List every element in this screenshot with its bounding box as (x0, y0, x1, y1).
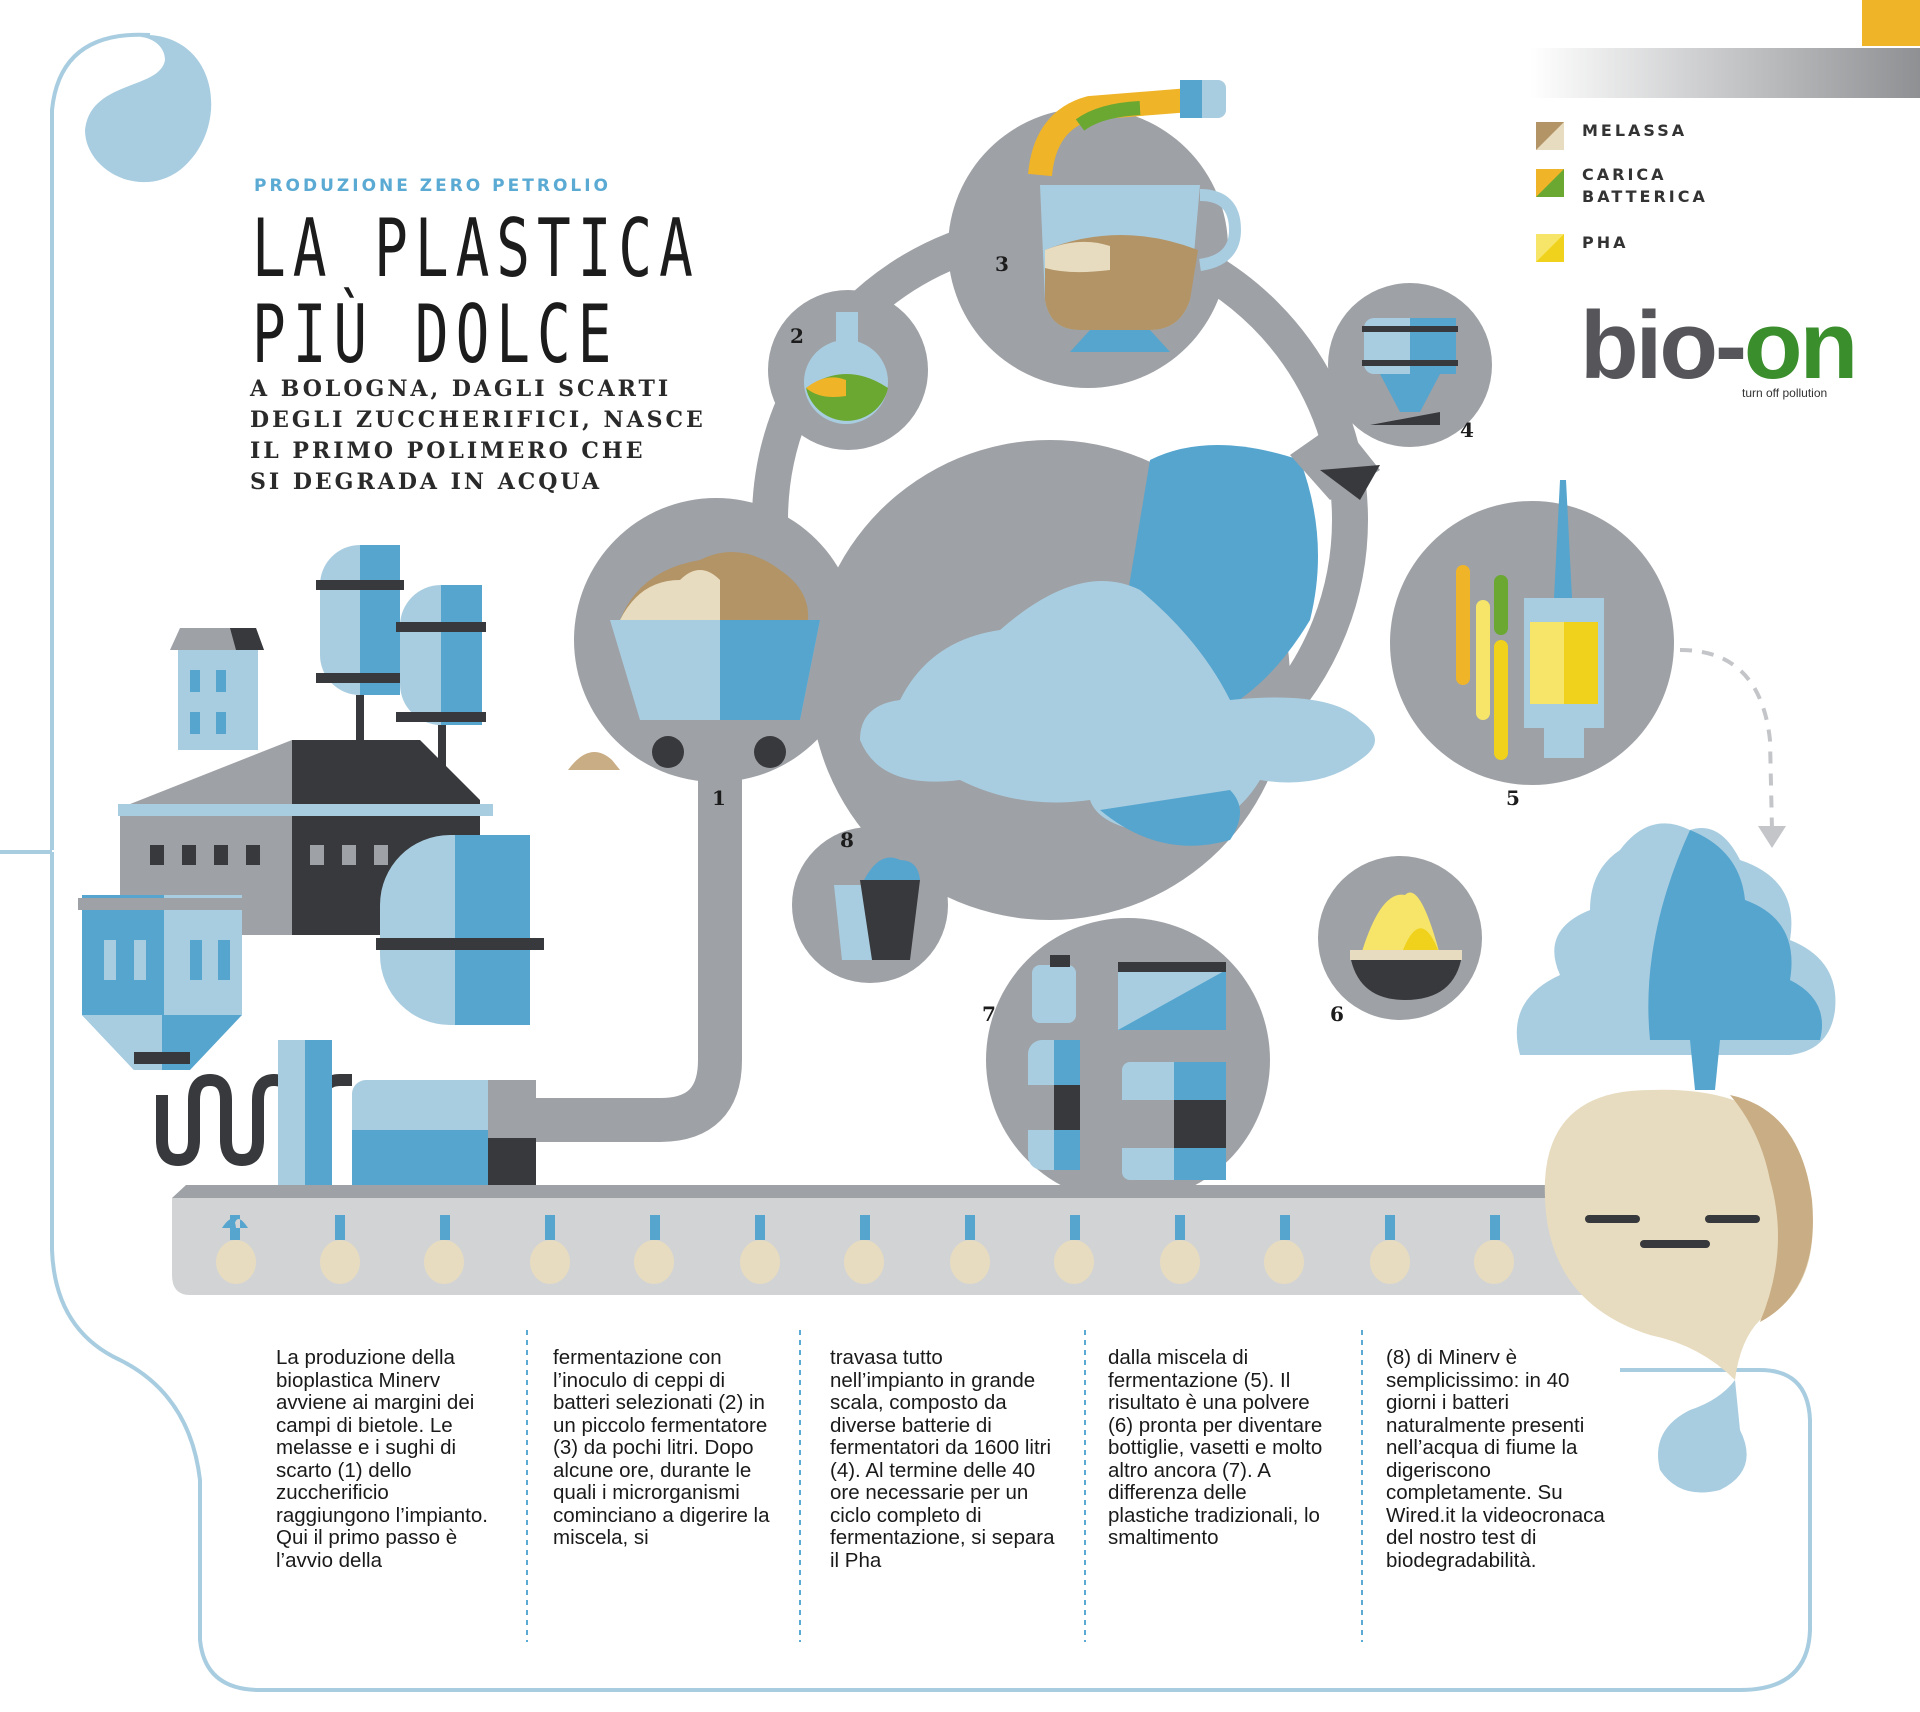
disposal-bucket (834, 857, 920, 960)
beet-character (1516, 823, 1836, 1493)
fermenter-jug (1028, 80, 1242, 352)
brand-logo: bio-on (1580, 296, 1858, 396)
molasses-cart (568, 552, 820, 770)
legend-label: CARICA BATTERICA (1582, 165, 1708, 206)
dashed-arrow-head (1758, 826, 1786, 848)
legend-item-melassa: MELASSA (1564, 120, 1752, 142)
legend-item-pha: PHA (1564, 232, 1752, 254)
separation-syringe (1456, 480, 1604, 760)
subtitle-line-1: A BOLOGNA, DAGLI SCARTI (250, 376, 672, 402)
sprout-row (222, 1215, 1500, 1240)
legend-label: PHA (1582, 233, 1629, 252)
step-number-1: 1 (712, 786, 726, 810)
subtitle-line-4: SI DEGRADA IN ACQUA (250, 469, 603, 495)
frame-line (0, 32, 1812, 1692)
conveyor-belt (172, 1185, 1640, 1295)
center-bottle-spill (860, 420, 1380, 846)
flask (804, 312, 888, 424)
swirl-top-left (85, 35, 212, 183)
text-column-2: fermentazione con l’inoculo di ceppi di … (553, 1346, 770, 1549)
subtitle-line-2: DEGLI ZUCCHERIFICI, NASCE (250, 407, 706, 433)
title-line-2: PIÙ DOLCE (252, 288, 619, 381)
step-number-4: 4 (1460, 418, 1474, 442)
legend-item-carica: CARICA BATTERICA (1564, 164, 1708, 208)
legend-swatches (1536, 122, 1564, 262)
title-line-1: LA PLASTICA (252, 202, 700, 295)
step-number-3: 3 (995, 252, 1009, 276)
kicker: PRODUZIONE ZERO PETROLIO (254, 176, 611, 196)
step-number-7: 7 (982, 1002, 996, 1026)
factory (78, 545, 544, 1240)
step-number-6: 6 (1330, 1002, 1344, 1026)
subtitle-line-3: IL PRIMO POLIMERO CHE (250, 438, 646, 464)
text-column-1: La produzione della bioplastica Minerv a… (276, 1346, 488, 1572)
text-column-3: travasa tutto nell’impianto in grande sc… (830, 1346, 1055, 1572)
orange-corner-tab (1862, 0, 1920, 46)
legend-label: MELASSA (1582, 121, 1688, 140)
brand-name-part1: bio- (1580, 292, 1747, 399)
plastic-products (1028, 955, 1226, 1180)
step-number-2: 2 (790, 324, 804, 348)
beet-row (216, 1240, 1514, 1284)
text-column-5: (8) di Minerv è semplicissimo: in 40 gio… (1386, 1346, 1605, 1572)
pha-powder-bowl (1350, 892, 1462, 1000)
header-gradient-bar (1530, 48, 1920, 98)
subtitle: A BOLOGNA, DAGLI SCARTI DEGLI ZUCCHERIFI… (250, 374, 706, 498)
step-number-8: 8 (840, 828, 854, 852)
brand-name-part2: on (1743, 292, 1858, 399)
dashed-arrow (1679, 648, 1774, 831)
text-column-4: dalla miscela di fermentazione (5). Il r… (1108, 1346, 1323, 1549)
column-dividers (526, 1330, 1363, 1642)
brand-tagline: turn off pollution (1742, 386, 1828, 400)
large-fermenter (1362, 318, 1458, 425)
page-title: LA PLASTICA PIÙ DOLCE (252, 206, 700, 378)
step-number-5: 5 (1506, 786, 1520, 810)
